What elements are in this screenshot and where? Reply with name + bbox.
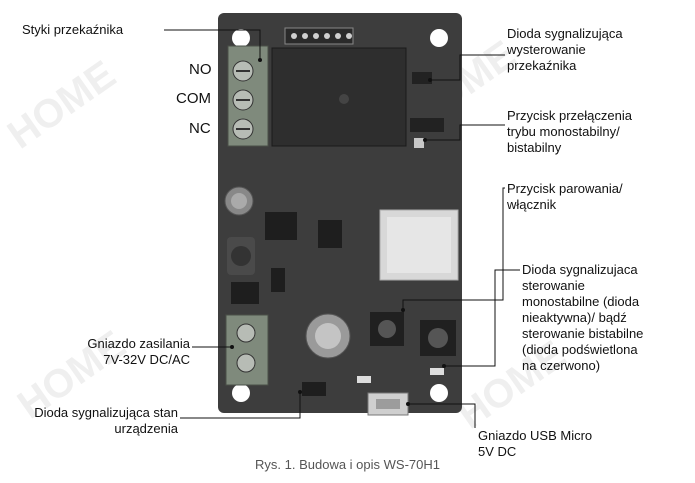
label-line: na czerwono) [522, 358, 601, 373]
label-line: Dioda sygnalizująca [507, 26, 623, 41]
label-line: 7V-32V DC/AC [103, 352, 190, 367]
label-line: 5V DC [478, 444, 517, 459]
label-line: Gniazdo zasilania [87, 336, 190, 351]
label-line: trybu monostabilny/ [507, 124, 620, 139]
label-mode-led: Dioda sygnalizujaca sterowanie monostabi… [522, 262, 643, 374]
figure-caption: Rys. 1. Budowa i opis WS-70H1 [255, 457, 440, 472]
label-status-led: Dioda sygnalizująca stan urządzenia [14, 405, 178, 437]
label-mode-button: Przycisk przełączenia trybu monostabilny… [507, 108, 632, 156]
label-line: przekaźnika [507, 58, 577, 73]
label-line: Przycisk przełączenia [507, 108, 632, 123]
label-line: urządzenia [114, 421, 178, 436]
terminal-label-nc: NC [189, 120, 211, 137]
label-line: sterowanie bistabilne [522, 326, 644, 341]
label-relay-led: Dioda sygnalizująca wysterowanie przekaź… [507, 26, 623, 74]
label-line: sterowanie [522, 278, 585, 293]
label-line: Dioda sygnalizująca stan [34, 405, 178, 420]
label-power-socket: Gniazdo zasilania 7V-32V DC/AC [50, 336, 190, 368]
terminal-label-com: COM [176, 90, 211, 107]
label-line: Przycisk parowania/ [507, 181, 623, 196]
label-line: monostabilne (dioda [522, 294, 640, 309]
label-line: Dioda sygnalizujaca [522, 262, 638, 277]
label-line: włącznik [507, 197, 557, 212]
label-usb-socket: Gniazdo USB Micro 5V DC [478, 428, 592, 460]
label-pair-button: Przycisk parowania/ włącznik [507, 181, 623, 213]
label-relay-contacts: Styki przekaźnika [22, 22, 124, 37]
label-line: wysterowanie [507, 42, 586, 57]
label-line: nieaktywna)/ bądź [522, 310, 627, 325]
label-line: (dioda podświetlona [522, 342, 638, 357]
label-line: Gniazdo USB Micro [478, 428, 593, 443]
label-line: bistabilny [507, 140, 562, 155]
terminal-label-no: NO [189, 61, 212, 78]
